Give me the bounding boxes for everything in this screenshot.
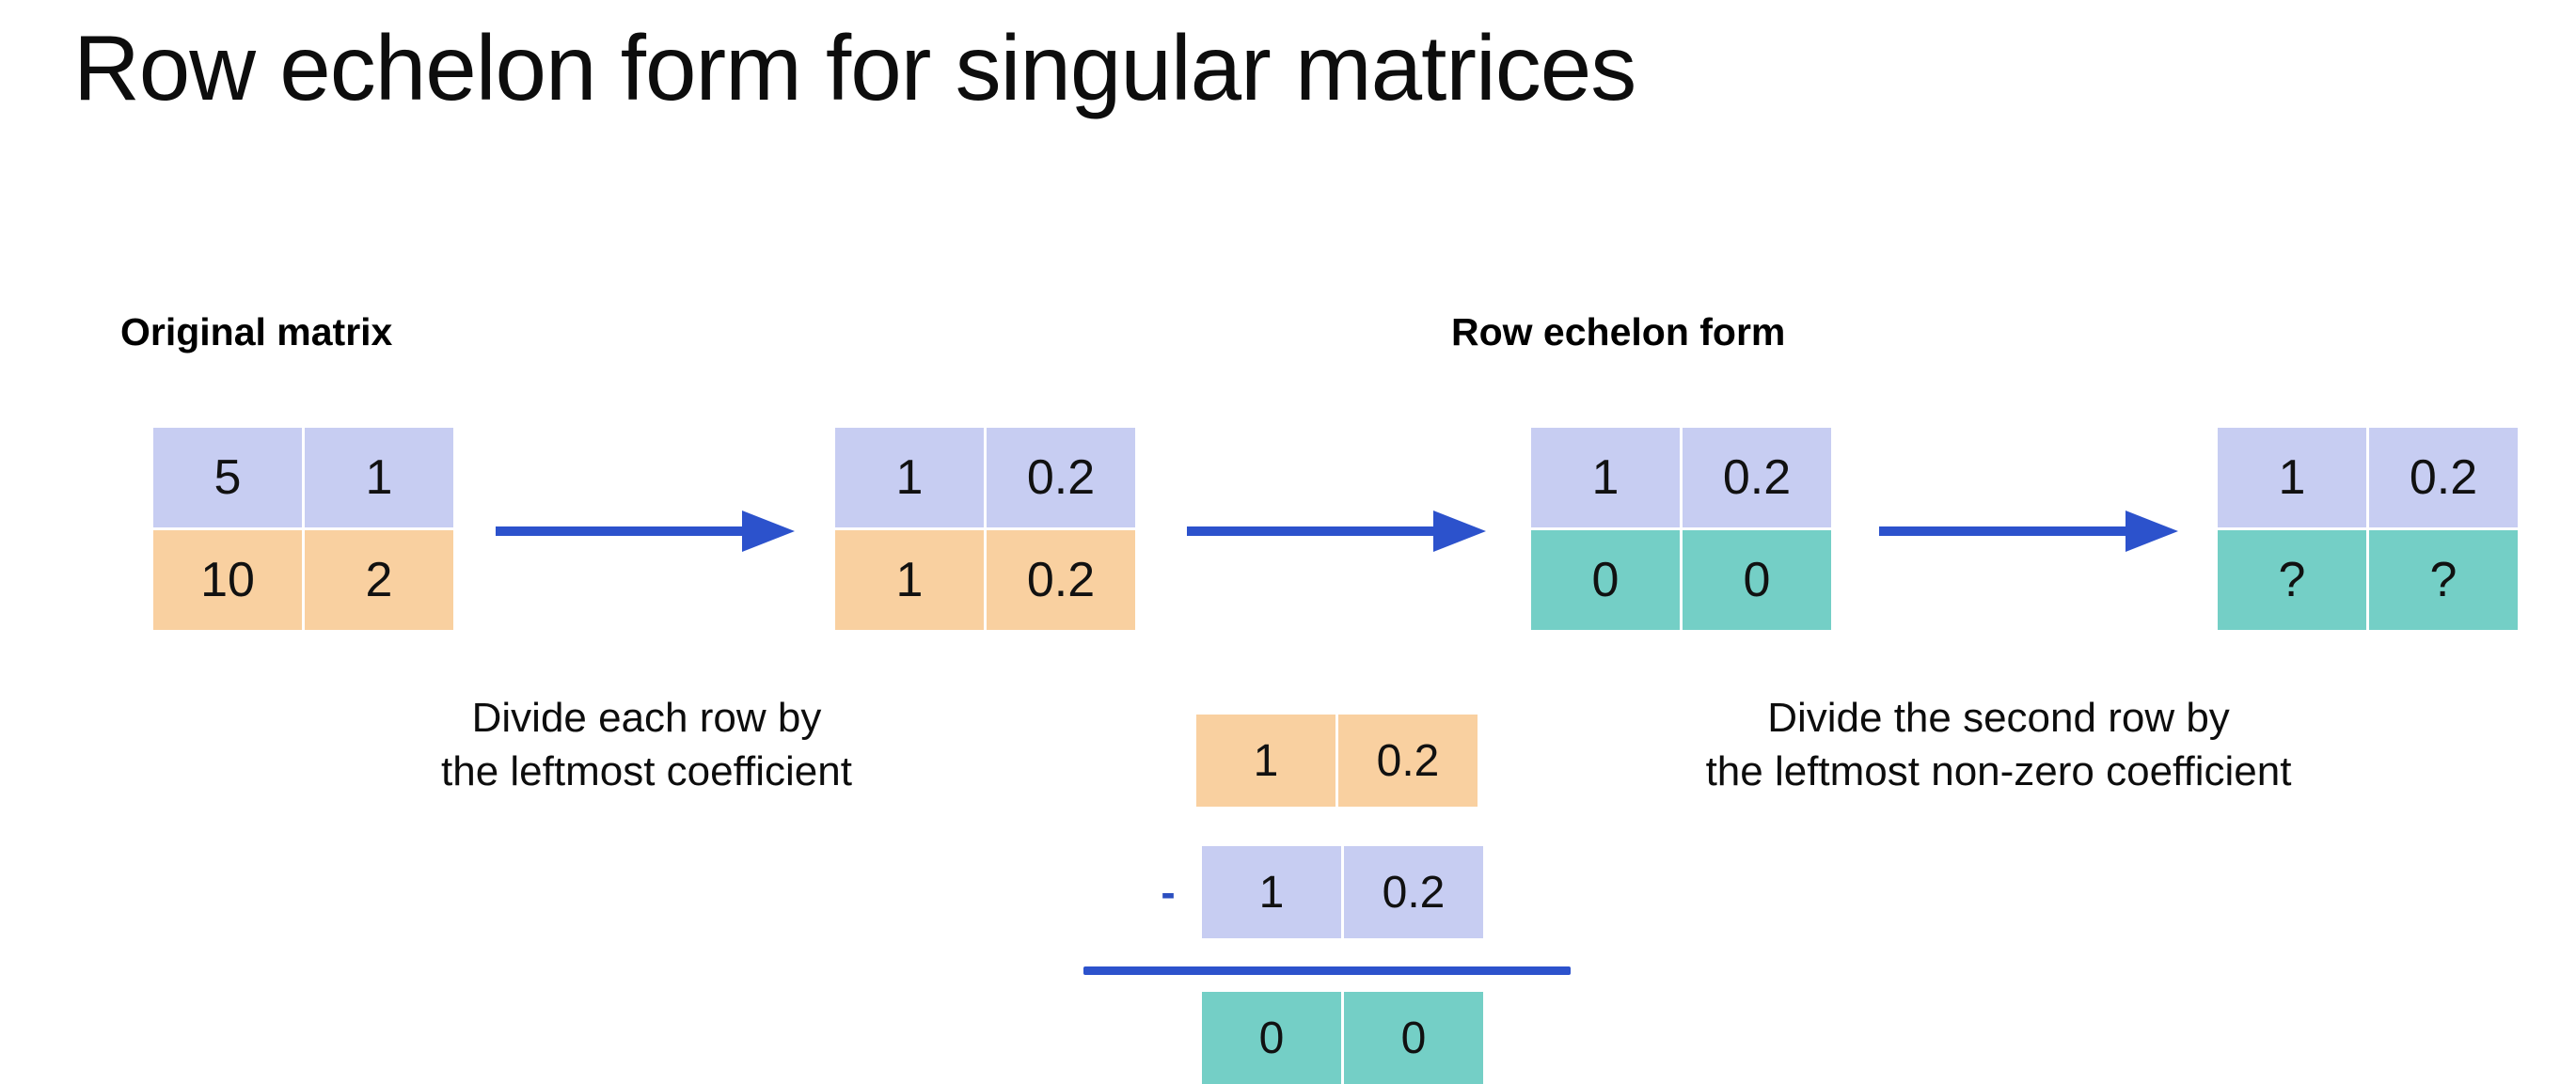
- matrix-cell: 0: [1683, 530, 1831, 630]
- caption-line: the leftmost coefficient: [441, 748, 852, 795]
- caption-step-1: Divide each row by the leftmost coeffici…: [376, 691, 917, 798]
- matrix-cell: 0.2: [1338, 715, 1478, 807]
- matrix-cell: ?: [2218, 530, 2366, 630]
- section-header-row-echelon-form: Row echelon form: [1451, 310, 1786, 353]
- matrix-cell: 2: [305, 530, 453, 630]
- subtraction-result-row: 0 0: [1202, 992, 1483, 1084]
- matrix-cell: 1: [2218, 428, 2366, 527]
- matrix-cell: 1: [835, 530, 984, 630]
- matrix-cell: 0: [1531, 530, 1680, 630]
- page-title: Row echelon form for singular matrices: [73, 16, 1636, 119]
- matrix-cell: 0: [1344, 992, 1483, 1084]
- matrix-row: ? ?: [2218, 530, 2518, 630]
- arrow-right-icon: [1879, 503, 2180, 559]
- caption-line: Divide each row by: [471, 695, 822, 741]
- matrix-row: 1 0.2: [2218, 428, 2518, 527]
- matrix-cell: 0.2: [987, 428, 1135, 527]
- minus-operator: -: [1161, 868, 1176, 917]
- arrow-right-icon: [496, 503, 797, 559]
- caption-line: the leftmost non-zero coefficient: [1705, 748, 2292, 795]
- caption-line: Divide the second row by: [1767, 695, 2230, 741]
- section-header-original-matrix: Original matrix: [120, 310, 393, 353]
- subtraction-subtrahend-row: 1 0.2: [1202, 846, 1483, 938]
- matrix-normalized: 1 0.2 1 0.2: [835, 428, 1135, 630]
- matrix-cell: 0.2: [1683, 428, 1831, 527]
- matrix-cell: 0.2: [2369, 428, 2518, 527]
- matrix-cell: 1: [1531, 428, 1680, 527]
- matrix-cell: 0: [1202, 992, 1341, 1084]
- caption-step-3: Divide the second row by the leftmost no…: [1608, 691, 2389, 798]
- arrow-right-icon: [1187, 503, 1488, 559]
- matrix-unknown: 1 0.2 ? ?: [2218, 428, 2518, 630]
- matrix-cell: 10: [153, 530, 302, 630]
- matrix-cell: 1: [1196, 715, 1335, 807]
- matrix-row: 1 0.2: [1531, 428, 1831, 527]
- matrix-row: 0 0: [1531, 530, 1831, 630]
- matrix-row-echelon: 1 0.2 0 0: [1531, 428, 1831, 630]
- matrix-cell: 1: [305, 428, 453, 527]
- matrix-row: 1 0.2: [835, 530, 1135, 630]
- matrix-cell: 5: [153, 428, 302, 527]
- matrix-cell: 0.2: [987, 530, 1135, 630]
- subtraction-rule-divider: [1083, 966, 1571, 975]
- matrix-cell: 1: [835, 428, 984, 527]
- matrix-row: 1 0.2: [835, 428, 1135, 527]
- matrix-original: 5 1 10 2: [153, 428, 453, 630]
- subtraction-minuend-row: 1 0.2: [1196, 715, 1478, 807]
- matrix-cell: ?: [2369, 530, 2518, 630]
- matrix-row: 10 2: [153, 530, 453, 630]
- matrix-cell: 0.2: [1344, 846, 1483, 938]
- matrix-row: 5 1: [153, 428, 453, 527]
- matrix-cell: 1: [1202, 846, 1341, 938]
- row-subtraction-work: 1 0.2 - 1 0.2 0 0: [1082, 715, 1580, 1084]
